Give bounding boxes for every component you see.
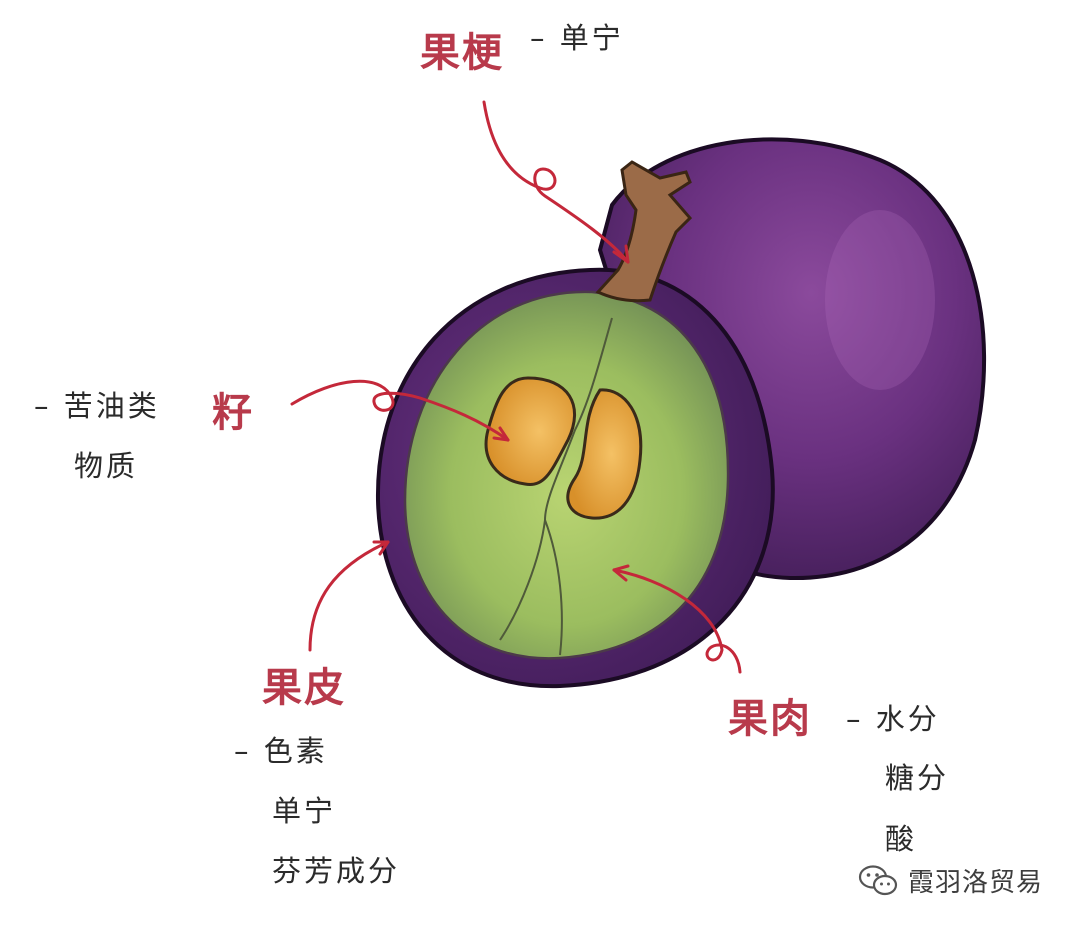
seed-content-2: 物质 [74,452,138,481]
flesh-label: 果肉 [728,686,812,744]
skin-label: 果皮 [262,655,346,713]
stem-label: 果梗 [420,20,504,78]
flesh-content-2: 糖分 [885,764,949,793]
watermark: 霞羽洛贸易 [858,862,1043,899]
skin-content-2: 单宁 [272,797,336,826]
skin-content-3: 芬芳成分 [272,857,400,886]
stem-content-1: – 单宁 [530,24,624,53]
seed-content-1: – 苦油类 [34,392,160,421]
watermark-text: 霞羽洛贸易 [908,862,1043,899]
flesh-content-3: 酸 [885,825,917,854]
skin-arrow [310,542,388,650]
wechat-icon [858,864,900,898]
flesh-content-1: – 水分 [846,705,940,734]
seed-label: 籽 [212,380,254,438]
skin-content-1: – 色素 [234,737,328,766]
